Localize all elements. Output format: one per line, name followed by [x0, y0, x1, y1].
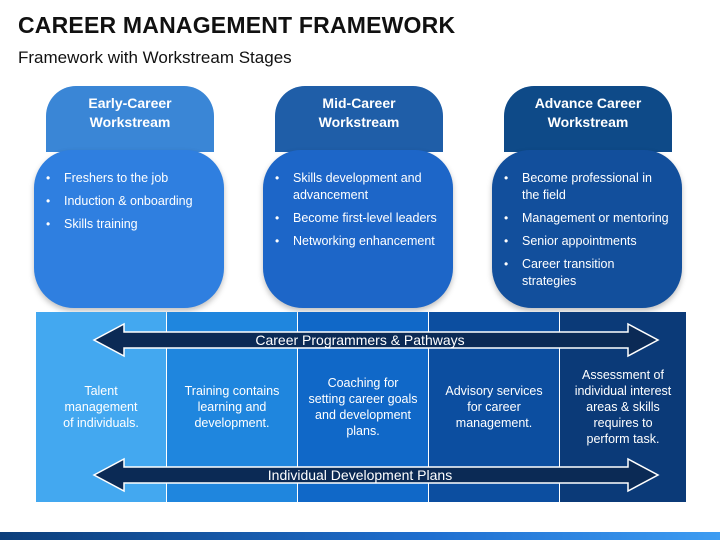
- column-text-line: individual interest: [574, 384, 672, 398]
- arrow-shape: [92, 322, 660, 358]
- stage-title-line1: Early-Career: [88, 95, 172, 111]
- column-text-line: Assessment of: [582, 368, 664, 382]
- stage-title-line2: Workstream: [89, 114, 171, 130]
- bullet-icon: •: [504, 257, 509, 271]
- stage-early-career: Early-Career Workstream • Freshers to the…: [34, 86, 224, 308]
- column-text-line: management: [64, 400, 138, 414]
- list-item: • Career transition strategies: [502, 256, 672, 290]
- column-text-line: plans.: [346, 424, 380, 438]
- column-text-line: for career: [467, 400, 521, 414]
- stage-bullet-list: • Skills development and advancement • Bec…: [273, 170, 443, 250]
- stage-tab: Mid-Career Workstream: [275, 86, 443, 152]
- stage-title-line2: Workstream: [318, 114, 400, 130]
- arrow-label-career-programmes: Career Programmers & Pathways: [255, 332, 465, 348]
- stage-tab: Early-Career Workstream: [46, 86, 214, 152]
- column-text-line: Training contains: [184, 384, 280, 398]
- footer-accent-bar: [0, 532, 720, 540]
- stage-card: • Become professional in the field • Manag…: [492, 150, 682, 308]
- double-arrow-icon: [92, 457, 660, 493]
- column-text-line: development.: [194, 416, 270, 430]
- stage-title-line1: Mid-Career: [322, 95, 396, 111]
- stage-card: • Freshers to the job • Induction & onboar…: [34, 150, 224, 308]
- list-item: • Skills training: [44, 216, 214, 233]
- stage-title-line2: Workstream: [547, 114, 629, 130]
- list-item: • Become first-level leaders: [273, 210, 443, 227]
- list-item-text: Induction & onboarding: [64, 194, 193, 208]
- column-text-line: management.: [455, 416, 533, 430]
- column-text-line: requires to: [593, 416, 653, 430]
- bullet-icon: •: [275, 211, 280, 225]
- bullet-icon: •: [504, 171, 509, 185]
- column-text-line: perform task.: [586, 432, 660, 446]
- list-item-text: Become first-level leaders: [293, 211, 437, 225]
- page-title: CAREER MANAGEMENT FRAMEWORK: [18, 12, 456, 38]
- list-item: • Management or mentoring: [502, 210, 672, 227]
- bullet-icon: •: [46, 217, 51, 231]
- list-item-text: Freshers to the job: [64, 171, 169, 185]
- column-text-line: of individuals.: [63, 416, 139, 430]
- stage-card: • Skills development and advancement • Bec…: [263, 150, 453, 308]
- stage-title-line1: Advance Career: [534, 95, 642, 111]
- bullet-icon: •: [275, 234, 280, 248]
- bullet-icon: •: [504, 234, 509, 248]
- list-item-text: Management or mentoring: [522, 211, 669, 225]
- column-text-line: learning and: [197, 400, 267, 414]
- column-text-line: Talent: [84, 384, 118, 398]
- list-item-text: Skills training: [64, 217, 138, 231]
- arrow-shape: [92, 457, 660, 493]
- stage-bullet-list: • Become professional in the field • Manag…: [502, 170, 672, 290]
- column-text-line: Advisory services: [445, 384, 543, 398]
- column-text-line: and development: [315, 408, 411, 422]
- list-item: • Senior appointments: [502, 233, 672, 250]
- bullet-icon: •: [275, 171, 280, 185]
- list-item-text: Networking enhancement: [293, 234, 435, 248]
- page-subtitle: Framework with Workstream Stages: [18, 48, 292, 67]
- column-text-line: setting career goals: [308, 392, 418, 406]
- bullet-icon: •: [46, 194, 51, 208]
- arrow-label-development-plans: Individual Development Plans: [267, 467, 453, 483]
- bullet-icon: •: [46, 171, 51, 185]
- list-item: • Induction & onboarding: [44, 193, 214, 210]
- list-item: • Freshers to the job: [44, 170, 214, 187]
- list-item: • Skills development and advancement: [273, 170, 443, 204]
- list-item-text: Become professional in the field: [522, 171, 652, 202]
- bullet-icon: •: [504, 211, 509, 225]
- stage-tab: Advance Career Workstream: [504, 86, 672, 152]
- list-item-text: Senior appointments: [522, 234, 637, 248]
- stage-mid-career: Mid-Career Workstream • Skills developmen…: [263, 86, 453, 308]
- double-arrow-icon: [92, 322, 660, 358]
- stage-bullet-list: • Freshers to the job • Induction & onboar…: [44, 170, 214, 233]
- list-item-text: Career transition strategies: [522, 257, 615, 288]
- list-item: • Become professional in the field: [502, 170, 672, 204]
- column-text-line: Coaching for: [327, 376, 399, 390]
- list-item: • Networking enhancement: [273, 233, 443, 250]
- stage-advance-career: Advance Career Workstream • Become profes…: [492, 86, 682, 308]
- column-text-line: areas & skills: [586, 400, 660, 414]
- list-item-text: Skills development and advancement: [293, 171, 422, 202]
